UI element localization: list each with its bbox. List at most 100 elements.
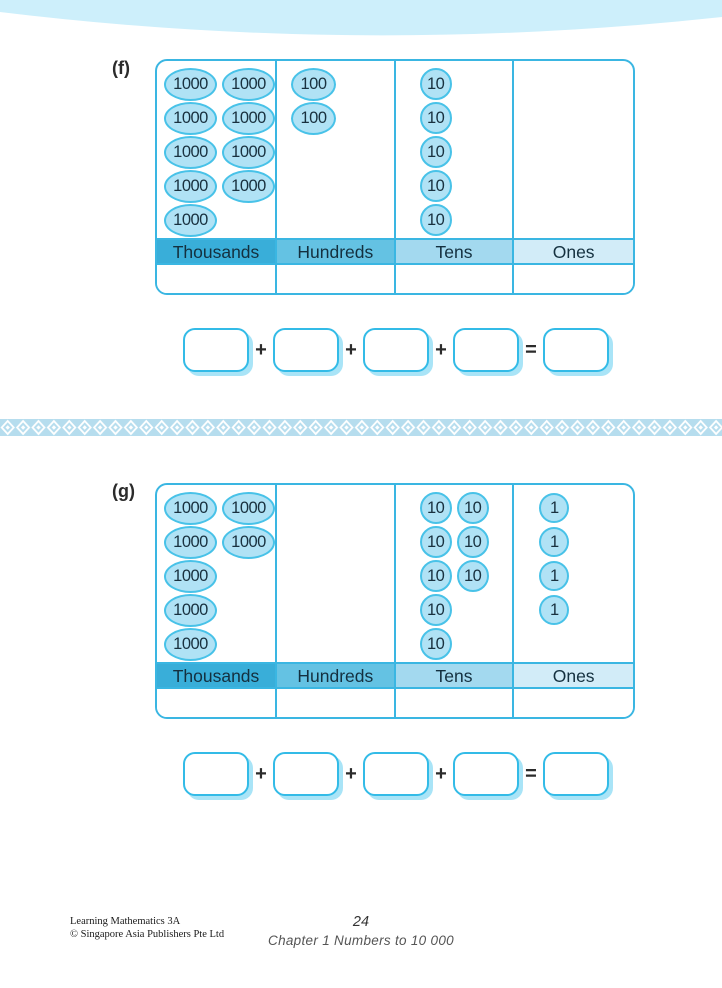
diamond-divider (0, 419, 722, 436)
disc-1000: 1000 (164, 101, 217, 135)
disc-row: 1 (539, 593, 633, 627)
disc-row: 10 (419, 593, 513, 627)
exercise-label-f: (f) (112, 58, 130, 78)
disc-row: 1 (539, 559, 633, 593)
disc-1000: 1000 (222, 135, 275, 169)
operator-sign: + (345, 338, 357, 361)
column-header-ones: Ones (514, 662, 633, 689)
disc-1000: 1000 (222, 101, 275, 135)
answer-box[interactable] (453, 328, 519, 372)
disc-1000: 1000 (164, 559, 217, 593)
disc-10: 10 (456, 526, 489, 558)
column-header-thousands: Thousands (157, 662, 277, 689)
chapter-line: Chapter 1 Numbers to 10 000 (268, 933, 454, 948)
disc-1: 1 (539, 595, 570, 625)
disc-row: 100 (291, 101, 394, 135)
page-number: 24 (352, 914, 370, 930)
disc-1000: 1000 (164, 135, 217, 169)
disc-1: 1 (539, 493, 570, 523)
disc-10: 10 (419, 68, 452, 100)
disc-1000: 1000 (164, 203, 217, 237)
equation-strip-f: + + + = (183, 328, 609, 372)
disc-row: 10 (419, 169, 513, 203)
disc-10: 10 (419, 102, 452, 134)
disc-100: 100 (291, 101, 336, 135)
disc-1000: 1000 (164, 169, 217, 203)
disc-1000: 1000 (164, 491, 217, 525)
disc-1000: 1000 (164, 593, 217, 627)
ones-answer-cell[interactable] (514, 265, 633, 293)
answer-box[interactable] (363, 752, 429, 796)
ones-answer-cell[interactable] (514, 689, 633, 717)
answer-box[interactable] (363, 328, 429, 372)
exercise-label-g: (g) (112, 481, 135, 501)
disc-10: 10 (419, 526, 452, 558)
answer-box[interactable] (183, 752, 249, 796)
equation-strip-g: + + + = (183, 752, 609, 796)
disc-1000: 1000 (164, 525, 217, 559)
disc-1000: 1000 (164, 67, 217, 101)
disc-row: 1000 (164, 627, 275, 661)
footer-imprint: Learning Mathematics 3A © Singapore Asia… (70, 915, 224, 941)
disc-10: 10 (419, 560, 452, 592)
disc-row: 1000 (164, 593, 275, 627)
disc-row: 100 (291, 67, 394, 101)
disc-1: 1 (539, 561, 570, 591)
tens-answer-cell[interactable] (395, 265, 515, 293)
column-header-thousands: Thousands (157, 238, 277, 265)
answer-box[interactable] (183, 328, 249, 372)
answer-box[interactable] (273, 328, 339, 372)
disc-row: 10 (419, 101, 513, 135)
operator-sign: + (255, 762, 267, 785)
column-header-hundreds: Hundreds (277, 662, 396, 689)
operator-sign: + (435, 762, 447, 785)
disc-1000: 1000 (222, 67, 275, 101)
disc-1: 1 (539, 527, 570, 557)
tens-answer-cell[interactable] (395, 689, 515, 717)
disc-1000: 1000 (222, 491, 275, 525)
column-header-tens: Tens (395, 238, 515, 265)
answer-box[interactable] (453, 752, 519, 796)
operator-sign: = (525, 338, 537, 361)
disc-10: 10 (419, 170, 452, 202)
operator-sign: + (435, 338, 447, 361)
disc-row: 1000 (164, 559, 275, 593)
disc-1000: 1000 (222, 169, 275, 203)
hundreds-answer-cell[interactable] (277, 265, 396, 293)
thousands-answer-cell[interactable] (157, 265, 277, 293)
ones-disc-area: 1 1 1 1 (514, 485, 633, 662)
disc-10: 10 (456, 560, 489, 592)
disc-row: 10 (419, 627, 513, 661)
thousands-answer-cell[interactable] (157, 689, 277, 717)
answer-box[interactable] (543, 328, 609, 372)
answer-box[interactable] (273, 752, 339, 796)
operator-sign: + (255, 338, 267, 361)
column-header-tens: Tens (395, 662, 515, 689)
disc-100: 100 (291, 67, 336, 101)
answer-box[interactable] (543, 752, 609, 796)
disc-10: 10 (456, 492, 489, 524)
operator-sign: = (525, 762, 537, 785)
column-header-hundreds: Hundreds (277, 238, 396, 265)
disc-row: 10 (419, 203, 513, 237)
book-title: Learning Mathematics 3A (70, 916, 181, 927)
disc-row: 10 (419, 135, 513, 169)
operator-sign: + (345, 762, 357, 785)
hundreds-answer-cell[interactable] (277, 689, 396, 717)
disc-10: 10 (419, 492, 452, 524)
disc-1000: 1000 (222, 525, 275, 559)
